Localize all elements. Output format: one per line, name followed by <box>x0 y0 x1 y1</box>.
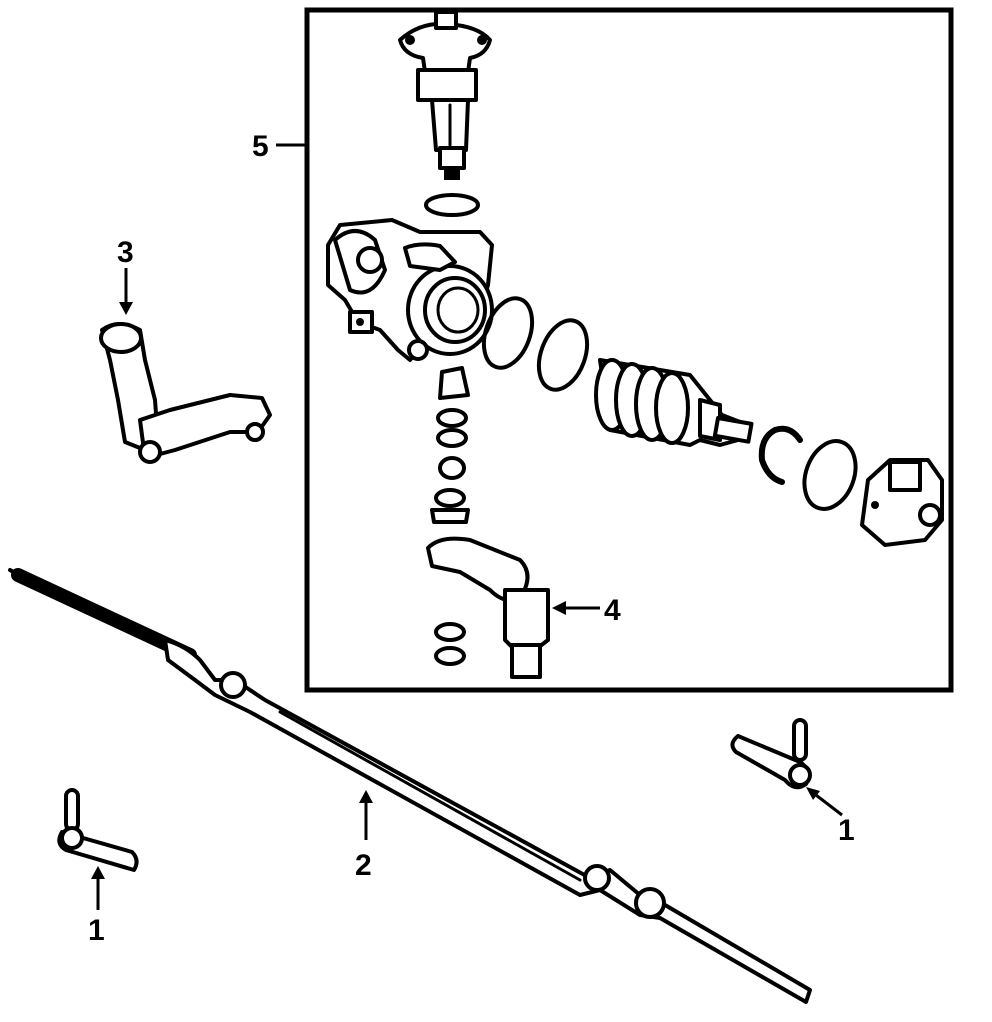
callout-3-arrowhead <box>119 302 133 315</box>
pitman-washer <box>434 646 466 666</box>
housing-o-ring-2 <box>536 318 590 392</box>
gear-assembly-frame <box>304 7 954 693</box>
callout-5-label: 5 <box>252 130 269 163</box>
pitman-nut <box>434 622 466 642</box>
callout-1-left-label: 1 <box>88 914 105 947</box>
callout-2-arrowhead <box>359 790 373 803</box>
gear-housing <box>326 218 494 362</box>
callout-1-left-arrowhead <box>91 866 105 879</box>
callout-1-right-arrow <box>811 790 843 817</box>
input-seal-ring <box>424 193 480 217</box>
tie-rod-end-left <box>57 788 139 872</box>
snap-ring <box>758 425 803 485</box>
end-cap <box>860 458 944 547</box>
center-link <box>8 568 812 1004</box>
rack-piston <box>594 358 754 447</box>
pitman-arm <box>426 536 550 679</box>
housing-o-ring-1 <box>481 296 535 370</box>
sector-shaft-seals <box>430 366 470 524</box>
callout-3-label: 3 <box>117 236 134 269</box>
idler-arm <box>99 322 272 464</box>
tie-rod-end-right <box>730 718 812 790</box>
end-cap-o-ring <box>802 439 858 511</box>
callout-4-label: 4 <box>604 594 621 627</box>
callout-2-label: 2 <box>355 849 372 882</box>
callout-1-right-label: 1 <box>838 814 855 847</box>
callout-1-right-arrowhead <box>806 787 820 800</box>
callout-4-arrowhead <box>552 601 566 615</box>
input-shaft <box>398 10 492 180</box>
